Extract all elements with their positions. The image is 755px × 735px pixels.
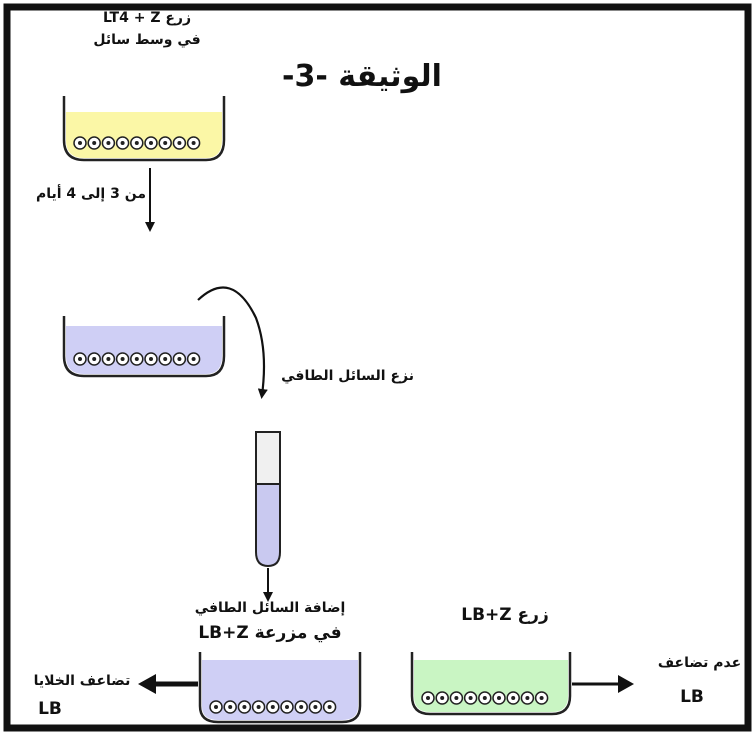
label-culture-lt4: زرع LT4 + Z — [102, 10, 192, 26]
label-no-multiplication: عدم تضاعف — [657, 655, 742, 671]
cell-nucleus — [177, 357, 182, 361]
label-lb-culture-control: زرع LB+Z — [461, 605, 549, 625]
cell-nucleus — [92, 141, 97, 145]
label-lb-right: LB — [680, 687, 704, 707]
cell-nucleus — [163, 357, 168, 361]
cell-nucleus — [177, 141, 182, 145]
document-title: الوثيقة -3- — [282, 59, 442, 94]
cell-nucleus — [468, 696, 473, 700]
petri-dish-lb-control — [410, 652, 572, 716]
cell-nucleus — [242, 705, 247, 709]
label-lb-culture-treated: في مزرعة LB+Z — [198, 623, 342, 643]
petri-dish-lt4 — [62, 96, 226, 162]
cell-nucleus — [327, 705, 332, 709]
cell-nucleus — [256, 705, 261, 709]
cell-nucleus — [539, 696, 544, 700]
cell-nucleus — [454, 696, 459, 700]
cell-nucleus — [525, 696, 530, 700]
label-lb-left: LB — [38, 699, 62, 719]
arrow-left-head — [138, 674, 156, 694]
cell-nucleus — [92, 357, 97, 361]
cell-nucleus — [134, 141, 139, 145]
cell-nucleus — [511, 696, 516, 700]
cell-nucleus — [497, 696, 501, 700]
cell-nucleus — [313, 705, 318, 709]
petri-dish-incubated — [62, 316, 226, 378]
label-duration: من 3 إلى 4 أيام — [35, 186, 146, 202]
cell-nucleus — [285, 705, 289, 709]
cell-nucleus — [270, 705, 275, 709]
cell-nucleus — [426, 696, 430, 700]
cell-nucleus — [149, 357, 153, 361]
petri-dish-lb-treated — [198, 652, 362, 724]
cell-nucleus — [78, 141, 82, 145]
label-remove-supernatant: نزع السائل الطافي — [281, 368, 414, 384]
cell-nucleus — [299, 705, 304, 709]
label-cell-multiplication: تضاعف الخلايا — [33, 673, 131, 689]
cell-nucleus — [163, 141, 168, 145]
curved-arrow-supernatant — [197, 286, 268, 399]
label-liquid-medium: في وسط سائل — [93, 32, 201, 48]
cell-nucleus — [106, 141, 111, 145]
cell-nucleus — [482, 696, 487, 700]
document-border — [3, 3, 752, 732]
cell-nucleus — [228, 705, 233, 709]
cell-nucleus — [214, 705, 218, 709]
cell-nucleus — [120, 141, 125, 145]
cell-nucleus — [120, 357, 125, 361]
cell-nucleus — [440, 696, 445, 700]
arrow-right-head — [618, 675, 634, 693]
cell-nucleus — [134, 357, 139, 361]
cell-nucleus — [78, 357, 82, 361]
cell-nucleus — [106, 357, 111, 361]
cell-nucleus — [191, 357, 196, 361]
cell-nucleus — [149, 141, 153, 145]
cell-nucleus — [191, 141, 196, 145]
test-tube — [255, 431, 281, 568]
label-add-supernatant: إضافة السائل الطافي — [194, 600, 346, 616]
